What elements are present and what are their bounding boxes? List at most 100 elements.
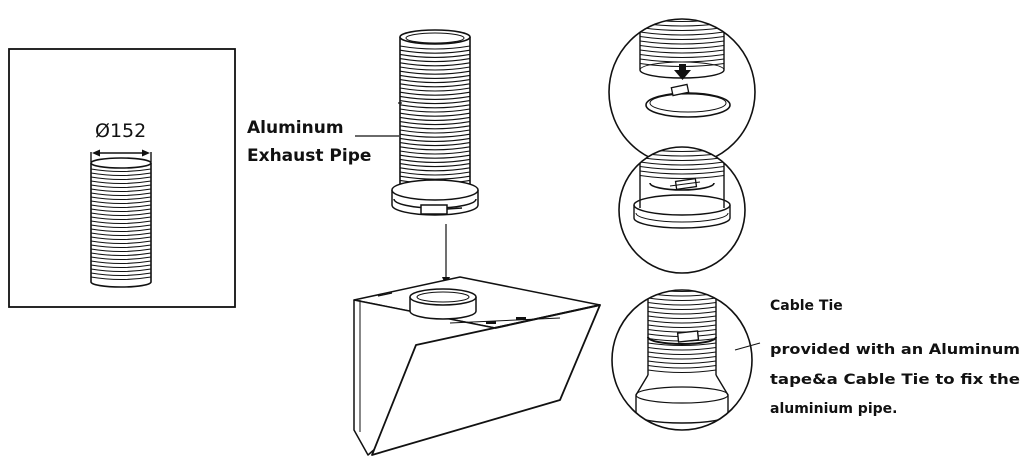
pipe-rib [639, 157, 725, 161]
pipe-rib [647, 351, 717, 355]
pipe-rib [647, 290, 717, 292]
pipe-rib [399, 49, 471, 54]
pipe-rib [90, 220, 152, 225]
pipe-rib [647, 320, 717, 324]
pipe-rib [647, 315, 717, 319]
pipe-rib [399, 137, 471, 142]
pipe-rib [399, 121, 471, 126]
pipe-rib [90, 232, 152, 237]
cable-tie-label: Cable Tie [770, 298, 843, 314]
pipe-rib [647, 302, 717, 306]
pipe-rib [90, 276, 152, 281]
pipe-rib [90, 192, 152, 197]
pipe-rib [399, 129, 471, 134]
pipe-rib [90, 224, 152, 229]
pipe-rib [639, 27, 725, 31]
pipe-rib [90, 212, 152, 217]
pipe-rib [647, 297, 717, 301]
detail-step-3 [611, 289, 761, 431]
note-line-3: aluminium pipe. [770, 401, 897, 417]
dimension-arrow [90, 149, 152, 162]
detail-circle [611, 289, 753, 431]
pipe-label: Aluminum Exhaust Pipe [247, 118, 399, 166]
pipe-rib [639, 31, 725, 36]
exhaust-pipe [398, 29, 471, 190]
pipe-label-line2: Exhaust Pipe [247, 146, 371, 166]
pipe-rib [90, 180, 152, 185]
pipe-label-line1: Aluminum [247, 118, 344, 138]
hood-outlet-collar [409, 288, 477, 320]
pipe-rib [399, 142, 471, 147]
pipe-rib [399, 100, 471, 105]
detail-step-2 [618, 146, 746, 274]
pipe-rib [90, 196, 152, 201]
pipe-rib [90, 216, 152, 221]
pipe-rib [647, 356, 717, 360]
pipe-rib [399, 87, 471, 92]
pipe-rib [647, 365, 717, 369]
pipe-rib [90, 228, 152, 233]
pipe-rib [399, 112, 471, 117]
down-arrow-icon [674, 64, 691, 80]
pipe-diameter-panel: Ø152 [8, 48, 236, 308]
pipe-collar [391, 179, 479, 216]
pipe-rib [399, 62, 471, 67]
pipe-rib [647, 369, 717, 373]
pipe-rib [90, 236, 152, 241]
pipe-rib [399, 58, 471, 63]
pipe-rib [639, 49, 725, 54]
pipe-rib [639, 175, 725, 179]
pipe-rib [90, 208, 152, 213]
pipe-rib [90, 188, 152, 193]
pipe-rib [399, 175, 471, 180]
pipe-rib [399, 146, 471, 151]
pipe-ribs [90, 168, 152, 281]
range-hood [353, 276, 601, 456]
pipe-rib [90, 172, 152, 177]
pipe-rib [90, 272, 152, 277]
pipe-rib [639, 161, 725, 166]
pipe-rib [399, 163, 471, 168]
pipe-rib [647, 342, 717, 346]
pipe-rib [639, 54, 725, 58]
detail-step-1 [608, 14, 756, 166]
pipe-rib [639, 45, 725, 49]
pipe-rib [399, 150, 471, 155]
pipe-rib [399, 108, 471, 113]
pipe-rib [90, 184, 152, 189]
pipe-rib [399, 45, 471, 50]
pipe-rib [90, 252, 152, 257]
note-line-2: tape&a Cable Tie to fix the [770, 372, 1020, 388]
pipe-rib [399, 79, 471, 84]
pipe-rib [90, 240, 152, 245]
cable-tie-leader-line [734, 342, 761, 351]
pipe-rib [399, 104, 471, 109]
note-line-1: provided with an Aluminum [770, 342, 1020, 358]
pipe-rib [640, 14, 724, 17]
pipe-rib [90, 260, 152, 265]
pipe-ribs [399, 45, 471, 189]
pipe-rib [399, 171, 471, 176]
pipe-rib [399, 167, 471, 172]
flex-pipe-small [90, 157, 152, 288]
pipe-rib [639, 40, 725, 45]
pipe-rib [90, 204, 152, 209]
pipe-rib [399, 83, 471, 88]
detail-circle [618, 146, 746, 274]
pipe-rib [90, 268, 152, 273]
pipe-rib [399, 116, 471, 121]
pipe-rib [399, 74, 471, 79]
pipe-rib [647, 347, 717, 351]
pipe-rib [399, 91, 471, 96]
pipe-rib [639, 170, 725, 175]
pipe-rib [399, 125, 471, 130]
pipe-rib [399, 133, 471, 138]
pipe-rib [90, 264, 152, 269]
pipe-rib [647, 311, 717, 315]
pipe-rib [90, 244, 152, 249]
pipe-rib [647, 360, 717, 364]
pipe-rib [90, 256, 152, 261]
pipe-rib [647, 324, 717, 328]
pipe-rib [90, 248, 152, 253]
pipe-rib [90, 168, 152, 173]
